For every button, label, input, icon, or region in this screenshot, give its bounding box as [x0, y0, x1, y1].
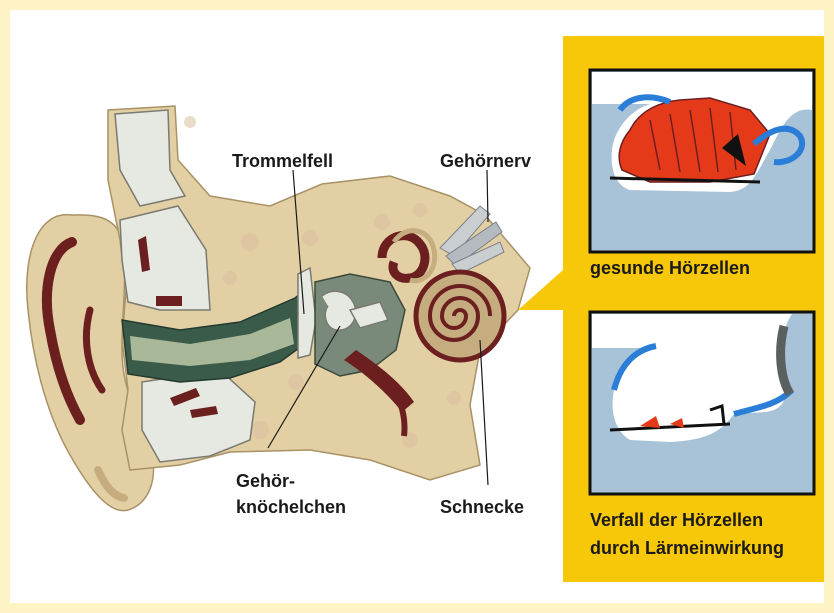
label-gehoerknoechelchen-line2: knöchelchen [236, 494, 346, 520]
label-schnecke: Schnecke [440, 494, 524, 520]
caption-damaged-line2: durch Lärmeinwirkung [590, 534, 784, 562]
label-gehoerknoechelchen-line1: Gehör- [236, 468, 295, 494]
magnification-panel [518, 36, 824, 582]
caption-healthy-hair-cells: gesunde Hörzellen [590, 254, 750, 282]
diagram-canvas: Trommelfell Gehörnerv Gehör- knöchelchen… [10, 10, 824, 603]
label-trommelfell: Trommelfell [232, 148, 333, 174]
label-gehoernerv: Gehörnerv [440, 148, 531, 174]
healthy-hair-cells-inset [590, 70, 814, 252]
leader-schnecke [480, 340, 488, 485]
damaged-hair-cells-inset [590, 312, 814, 494]
caption-damaged-line1: Verfall der Hörzellen [590, 506, 763, 534]
